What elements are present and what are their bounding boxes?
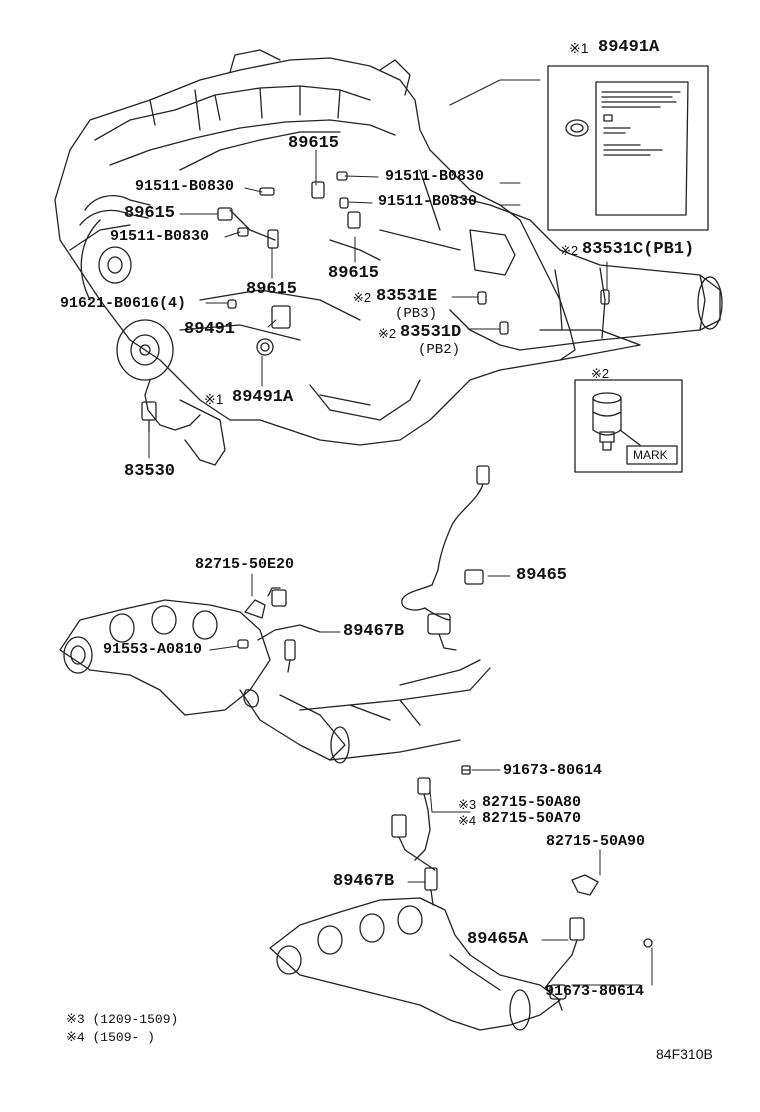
part-number-89491A-label: 89491A [598,38,660,57]
engine-illustration [54,49,723,466]
part-number-91511-B0830: 91511-B0830 [378,193,478,210]
part-number-83531C: 83531C(PB1) [582,240,695,259]
part-number-83531E: 83531E [376,287,438,306]
part-number-89615: 89615 [246,280,298,299]
note-mark-3: ※3 [458,797,477,812]
part-number-91553-A0810: 91553-A0810 [103,641,203,658]
mark-label: MARK [633,448,668,462]
part-number-89467B: 89467B [333,872,395,891]
part-number-83530: 83530 [124,462,176,481]
part-number-89615: 89615 [124,204,176,223]
part-number-83531D: 83531D [400,323,462,342]
note-mark-2: ※2 [560,243,579,258]
part-number-91673-80614: 91673-80614 [545,983,645,1000]
note-mark-4: ※4 [458,813,477,828]
label-card-illustration [547,65,709,231]
note-mark-1: ※1 [204,391,224,407]
note-mark-1: ※1 [569,40,589,56]
applicability-note-4: ※4 (1509- ) [66,1030,155,1045]
part-number-91621-B0616: 91621-B0616(4) [60,295,187,312]
applicability-note-3: ※3 (1209-1509) [66,1012,179,1027]
part-number-89491A: 89491A [232,388,294,407]
note-mark-2: ※2 [591,366,610,381]
part-number-89615: 89615 [288,134,340,153]
part-number-82715-50A80: 82715-50A80 [482,794,582,811]
exhaust-manifold-lower-illustration [269,765,653,1031]
exhaust-manifold-upper-illustration [59,587,491,764]
part-number-89465A: 89465A [467,930,529,949]
part-number-89467B: 89467B [343,622,405,641]
figure-code: 84F310B [656,1046,713,1062]
part-number-89465: 89465 [516,566,568,585]
part-number-91511-B0830: 91511-B0830 [110,228,210,245]
oxygen-sensor-89465-illustration [399,465,490,686]
mark-detail-box [574,379,683,473]
part-number-82715-50A90: 82715-50A90 [546,833,646,850]
note-mark-2: ※2 [353,290,372,305]
part-number-91511-B0830: 91511-B0830 [385,168,485,185]
part-number-82715-50A70: 82715-50A70 [482,810,582,827]
part-number-91673-80614: 91673-80614 [503,762,603,779]
part-number-89615: 89615 [328,264,380,283]
note-mark-2: ※2 [378,326,397,341]
position-code-PB2: (PB2) [418,342,461,358]
part-number-89491: 89491 [184,320,236,339]
part-number-91511-B0830: 91511-B0830 [135,178,235,195]
position-code-PB3: (PB3) [395,306,438,322]
part-number-82715-50E20: 82715-50E20 [195,556,295,573]
